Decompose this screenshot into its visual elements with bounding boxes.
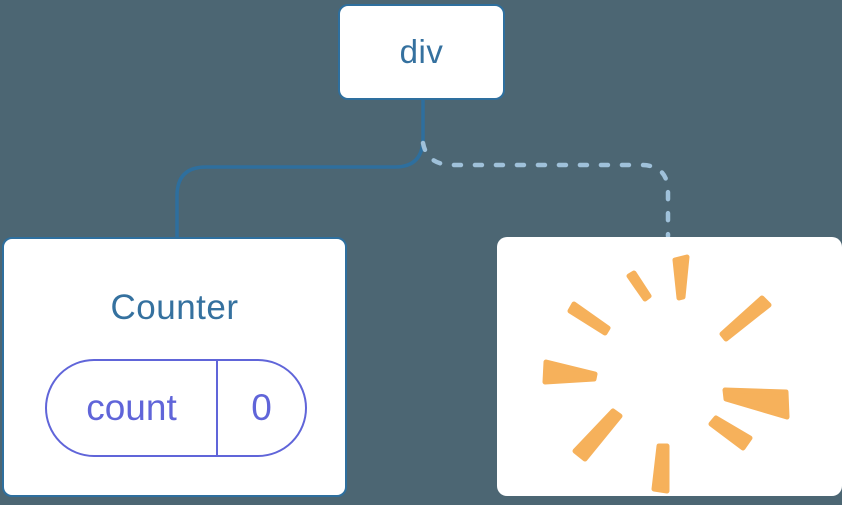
state-value-cell: 0 xyxy=(218,361,305,455)
root-node-div: div xyxy=(338,4,505,100)
state-pill: count 0 xyxy=(45,359,307,457)
poof-explosion-icon xyxy=(542,254,790,494)
removed-node xyxy=(497,237,842,496)
connector-root-to-counter xyxy=(175,97,425,240)
connector-root-to-removed xyxy=(420,140,671,239)
state-key-cell: count xyxy=(47,361,218,455)
counter-node-title: Counter xyxy=(110,288,239,327)
state-value-label: 0 xyxy=(251,387,272,428)
counter-node: Counter count 0 xyxy=(2,237,347,497)
state-key-label: count xyxy=(86,387,177,428)
root-node-label: div xyxy=(399,33,444,70)
